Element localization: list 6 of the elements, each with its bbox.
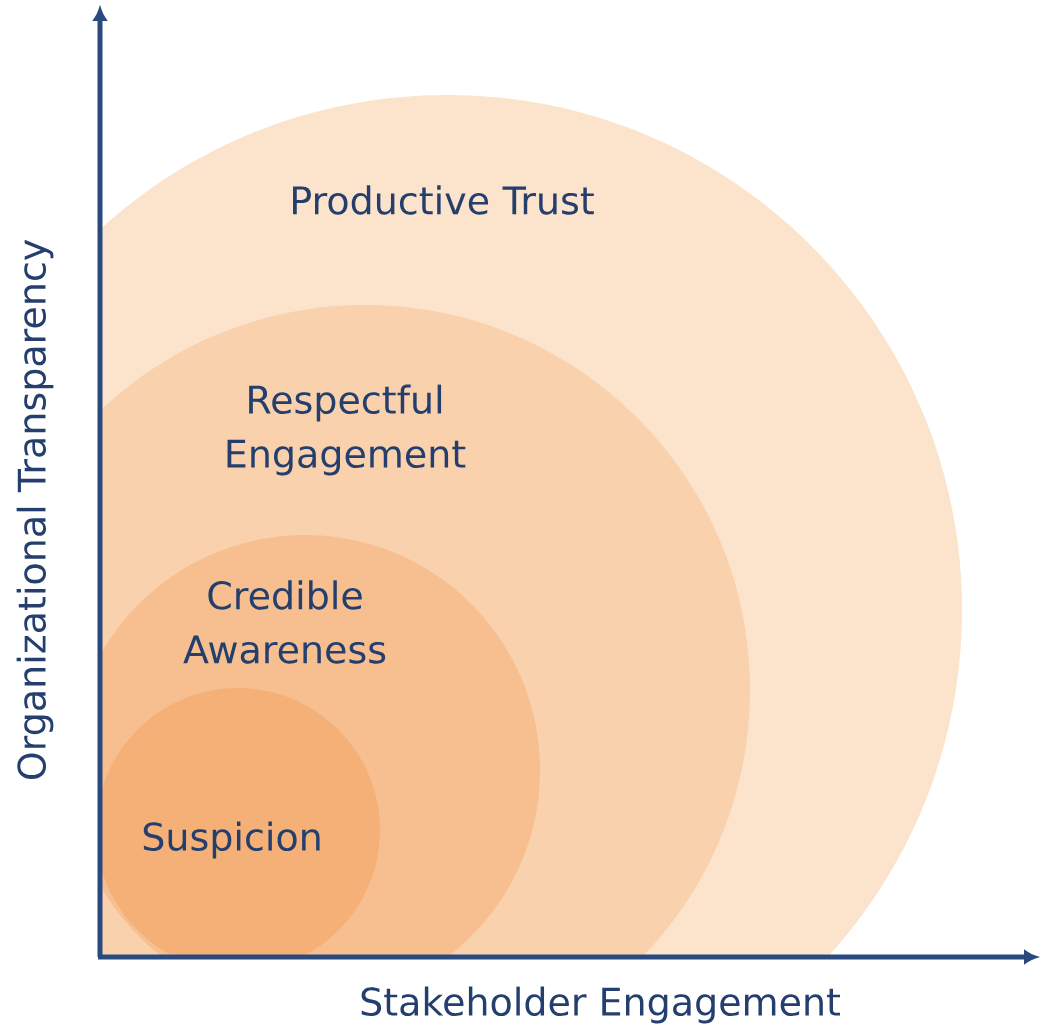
- zone-label: Productive Trust: [293, 185, 594, 215]
- axis-title: Organizational Transparency: [16, 239, 54, 780]
- zone-label: Suspicion: [143, 821, 320, 859]
- axis-title: Stakeholder Engagement: [361, 986, 841, 1024]
- zone-label: Respectful Engagement: [227, 384, 466, 476]
- zone-label: Credible Awareness: [183, 580, 386, 664]
